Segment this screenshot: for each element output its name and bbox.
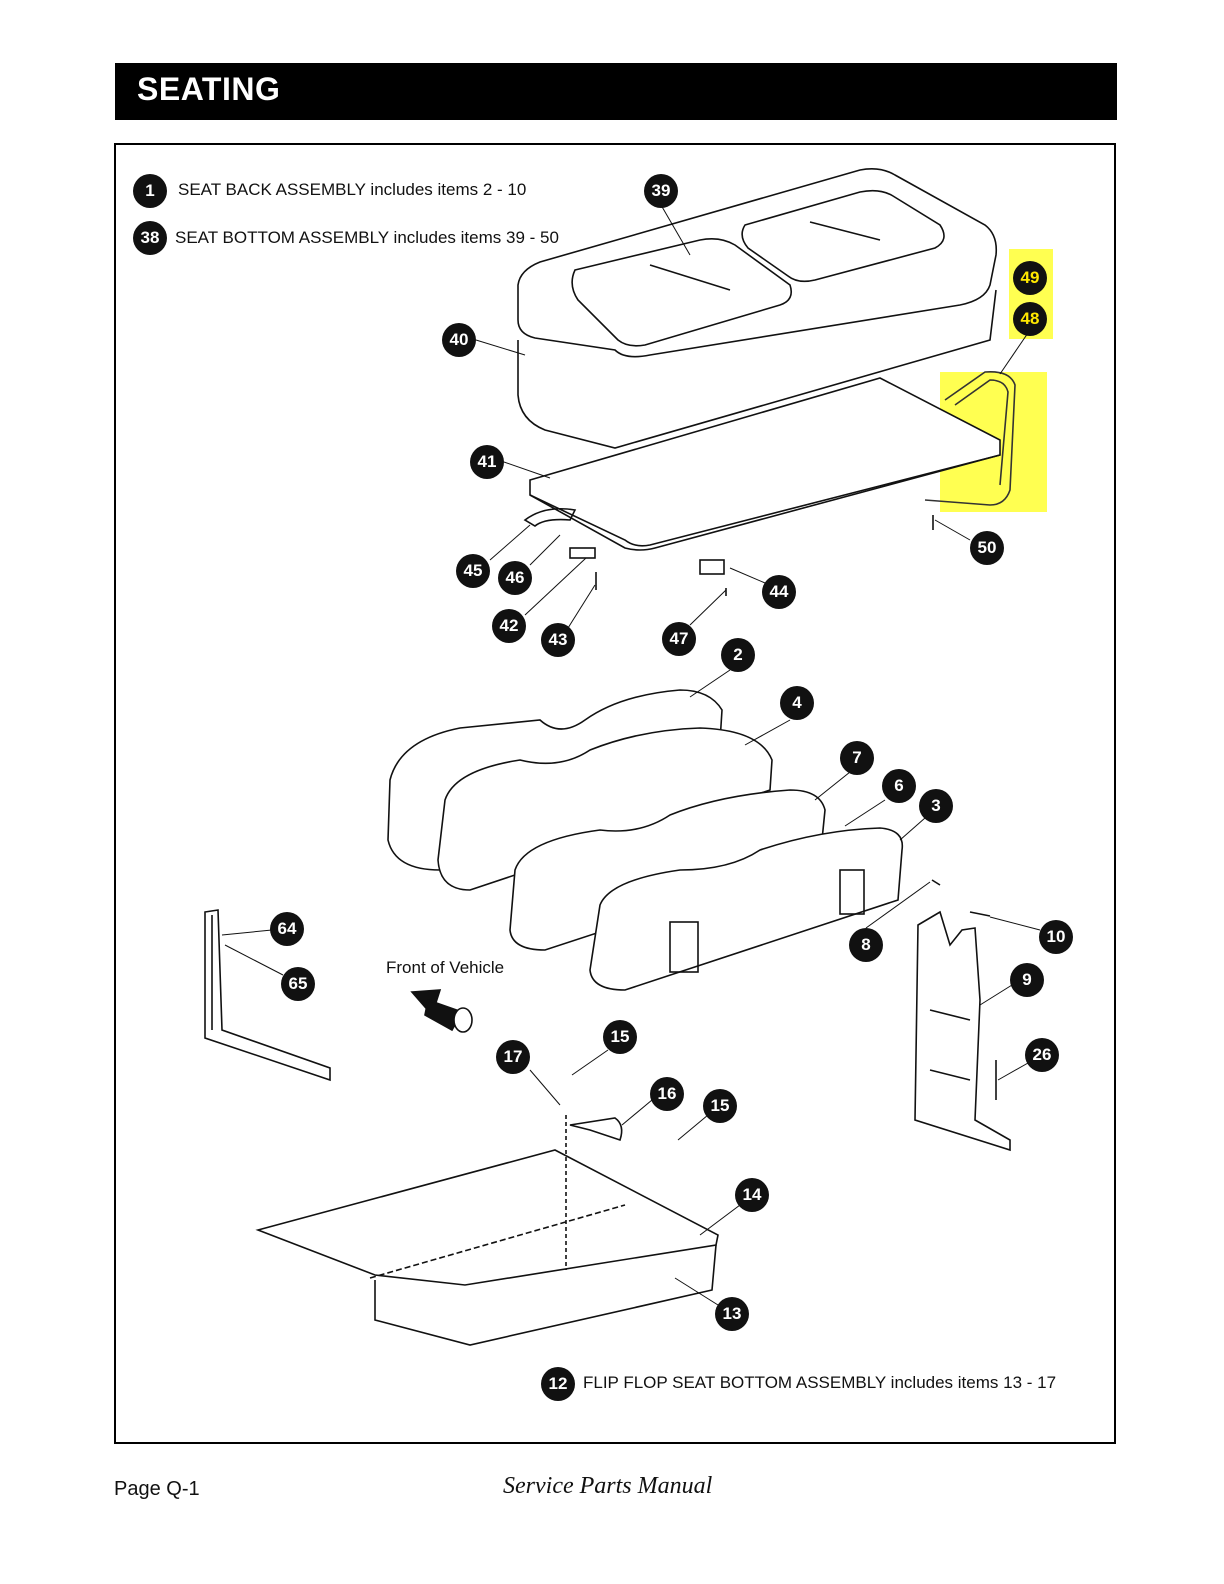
note-seat-back-assembly: SEAT BACK ASSEMBLY includes items 2 - 10 <box>178 180 527 199</box>
callout-3: 3 <box>919 789 953 823</box>
callout-42: 42 <box>492 609 526 643</box>
callout-15-lower: 15 <box>703 1089 737 1123</box>
note-flip-flop-assembly: FLIP FLOP SEAT BOTTOM ASSEMBLY includes … <box>583 1373 1057 1392</box>
callout-26: 26 <box>1025 1038 1059 1072</box>
page-number: Page Q-1 <box>114 1478 200 1500</box>
manual-title: Service Parts Manual <box>503 1473 713 1499</box>
callout-49: 49 <box>1013 261 1047 295</box>
callout-1: 1 <box>133 174 167 208</box>
callout-44: 44 <box>762 575 796 609</box>
small-hardware <box>523 507 934 596</box>
callout-43: 43 <box>541 623 575 657</box>
callout-10: 10 <box>1039 920 1073 954</box>
callout-17: 17 <box>496 1040 530 1074</box>
seat-handle-rod <box>924 370 1016 506</box>
callout-2: 2 <box>721 638 755 672</box>
callout-48: 48 <box>1013 302 1047 336</box>
callout-6: 6 <box>882 769 916 803</box>
callout-12: 12 <box>541 1367 575 1401</box>
diagram-frame <box>114 143 1116 1444</box>
section-header-bar: SEATING <box>115 63 1117 120</box>
callout-15-upper: 15 <box>603 1020 637 1054</box>
callout-64: 64 <box>270 912 304 946</box>
seat-back-assembly <box>387 689 904 991</box>
right-bracket <box>914 910 1011 1152</box>
callout-40: 40 <box>442 323 476 357</box>
callout-7: 7 <box>840 741 874 775</box>
callout-38: 38 <box>133 221 167 255</box>
flip-flop-seat-base <box>255 1115 719 1346</box>
seat-base-board <box>529 377 1001 551</box>
callout-4: 4 <box>780 686 814 720</box>
seat-bottom-cushion <box>517 168 998 449</box>
note-seat-bottom-assembly: SEAT BOTTOM ASSEMBLY includes items 39 -… <box>175 228 559 247</box>
callout-39: 39 <box>644 174 678 208</box>
left-bracket <box>204 909 331 1082</box>
front-arrow-icon <box>410 989 473 1033</box>
callout-13: 13 <box>715 1297 749 1331</box>
callout-50: 50 <box>970 531 1004 565</box>
callout-41: 41 <box>470 445 504 479</box>
bolts <box>931 879 997 1100</box>
callout-65: 65 <box>281 967 315 1001</box>
callout-8: 8 <box>849 928 883 962</box>
callout-9: 9 <box>1010 963 1044 997</box>
callout-14: 14 <box>735 1178 769 1212</box>
callout-47: 47 <box>662 622 696 656</box>
front-of-vehicle-label: Front of Vehicle <box>386 958 505 977</box>
callout-16: 16 <box>650 1077 684 1111</box>
section-title: SEATING <box>137 71 281 107</box>
callout-46: 46 <box>498 561 532 595</box>
leader-lines <box>221 204 1041 1306</box>
callout-45: 45 <box>456 554 490 588</box>
